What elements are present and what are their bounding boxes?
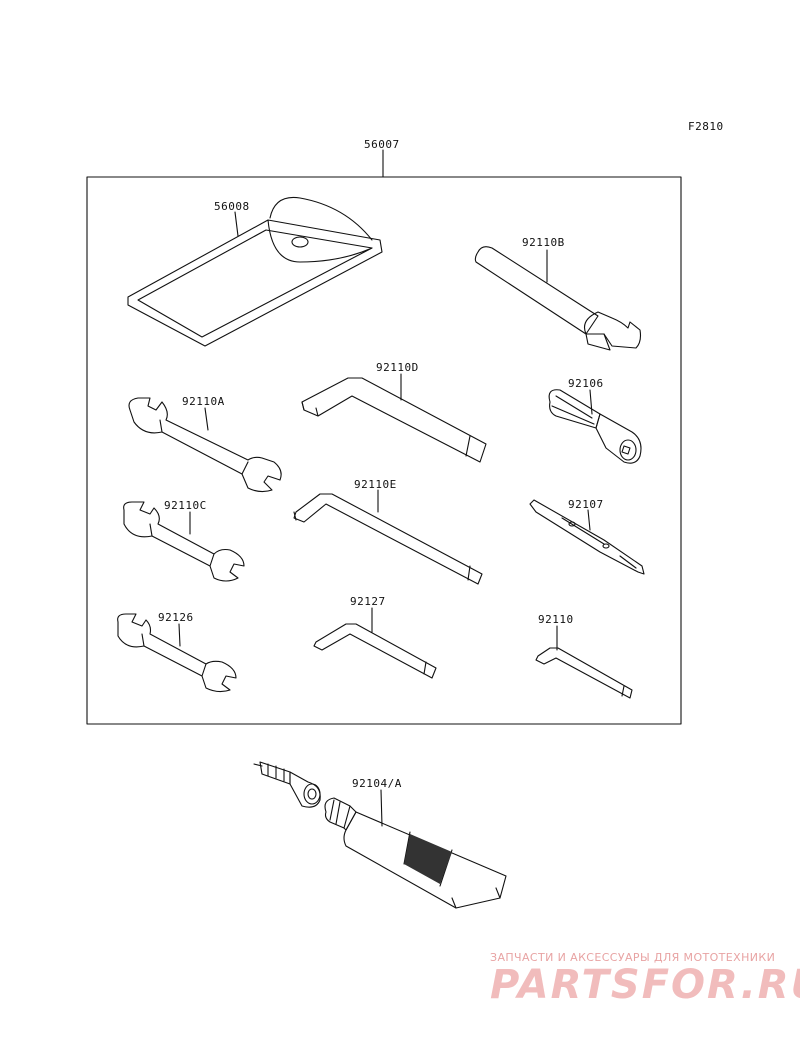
leader-bag — [234, 211, 239, 237]
grease-tube — [253, 761, 507, 909]
wrench-c — [123, 501, 245, 582]
hex-key-small — [313, 607, 437, 679]
label-grease: 92104/A — [352, 777, 402, 790]
label-kit: 56007 — [364, 138, 400, 151]
label-screwdriver: 92107 — [568, 498, 604, 511]
label-wrench-a: 92110A — [182, 395, 225, 408]
tool-bag — [127, 196, 383, 347]
label-hex-d: 92110D — [376, 361, 419, 374]
label-handle: 92106 — [568, 377, 604, 390]
label-hex-small: 92127 — [350, 595, 386, 608]
label-hex-tiny: 92110 — [538, 613, 574, 626]
hex-key-e — [293, 489, 483, 585]
leader-wrench-a — [204, 407, 209, 431]
figure-code: F2810 — [688, 120, 724, 133]
tube-shading — [404, 834, 452, 884]
screwdriver — [529, 499, 645, 575]
label-hex-e: 92110E — [354, 478, 397, 491]
label-bag: 56008 — [214, 200, 250, 213]
watermark-tagline: ЗАПЧАСТИ И АКСЕССУАРЫ ДЛЯ МОТОТЕХНИКИ — [490, 951, 776, 964]
hex-key-tiny — [535, 625, 633, 699]
wrench-a — [128, 397, 282, 493]
label-wrench-b: 92110B — [522, 236, 565, 249]
leader-grease — [380, 789, 383, 827]
screwdriver-handle — [548, 389, 642, 464]
wrench-b — [474, 246, 642, 351]
leader-wrench-small — [178, 623, 181, 647]
label-wrench-c: 92110C — [164, 499, 207, 512]
wrench-small — [117, 613, 237, 693]
label-wrench-small: 92126 — [158, 611, 194, 624]
leader-screwdriver — [587, 509, 591, 531]
leader-handle — [589, 389, 593, 415]
watermark-brand: PARTSFOR.RU — [490, 962, 800, 1008]
kit-frame — [86, 176, 682, 725]
hex-key-d — [301, 373, 487, 463]
